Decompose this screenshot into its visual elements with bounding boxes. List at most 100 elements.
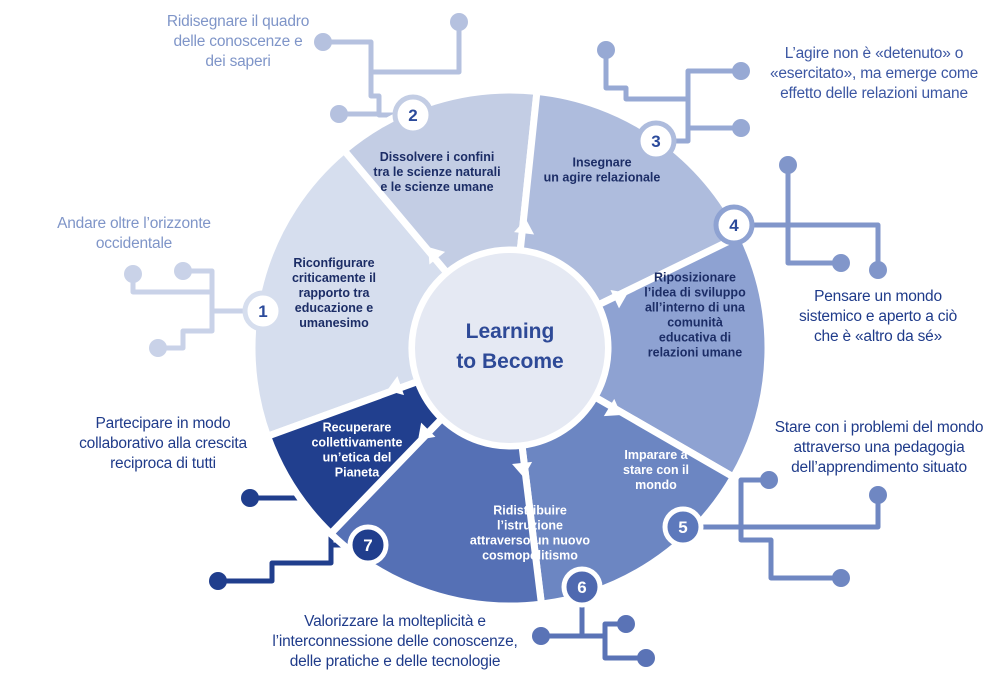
connector-3-dot [732,119,750,137]
annotation-4: Pensare un mondo sistemico e aperto a ci… [790,287,966,347]
segment-4-label-line: relazioni umane [648,346,743,360]
segment-7-label-line: Recuperare [323,421,392,435]
segment-divider-notch [514,218,535,235]
annotation-6-line: l’interconnessione delle conoscenze, [272,633,518,650]
segment-7-label-line: collettivamente [311,436,402,450]
connector-2-dot [330,105,348,123]
connector-7-line [218,545,334,584]
segment-2-label-line: e le scienze umane [380,180,493,194]
connector-7-dot [209,572,227,590]
badge-7-circle [347,524,389,566]
connector-5-line [738,527,841,581]
badge-7-number: 7 [363,536,372,555]
segment-divider-notch [610,290,628,309]
annotation-4-line: sistemico e aperto a ciò [798,308,958,325]
badge-5-circle [662,506,704,548]
annotation-4-line: Pensare un mondo [814,288,942,305]
annotation-2-line: delle conoscenze e [173,33,303,50]
annotation-3-line: «esercitato», ma emerge come [769,65,979,82]
connector-3-dot [732,62,750,80]
segment-2-label-line: Dissolvere i confini [380,150,495,164]
connector-2-dot [314,33,332,51]
badge-7: 7 [347,524,389,566]
annotation-7: Partecipare in modo collaborativo alla c… [66,414,260,474]
annotation-2: Ridisegnare il quadro delle conoscenze e… [160,12,316,72]
connector-4-dot [832,254,850,272]
connector-6-dot [637,649,655,667]
segment-4-label-line: educativa di [659,331,731,345]
segment-3-label-line: un agire relazionale [544,171,661,185]
connector-5-line [699,477,769,530]
connector-2-dot [450,13,468,31]
badge-5-number: 5 [678,518,687,537]
connector-3-line [685,125,741,141]
segment-4-label-line: l’idea di sviluppo [644,286,746,300]
segment-2-label-line: tra le scienze naturali [373,165,500,179]
annotation-7-line: collaborativo alla crescita [79,435,247,452]
badge-1: 1 [242,290,284,332]
connector-5-dot [832,569,850,587]
connector-1-line [158,311,215,351]
badge-1-number: 1 [258,302,267,321]
badge-2-circle [392,94,434,136]
annotation-1: Andare oltre l’orizzonte occidentale [52,214,216,254]
segment-5-label-line: stare con il [623,463,689,477]
segment-5-label-line: Imparare a [624,448,688,462]
badge-2: 2 [392,94,434,136]
connector-6-dot [617,615,635,633]
annotation-2-line: Ridisegnare il quadro [166,13,310,30]
connector-5-dot [869,486,887,504]
connector-4-line [750,165,791,228]
connector-4-dot [779,156,797,174]
annotation-7-line: Partecipare in modo [95,415,231,432]
segment-7-label-line: un’etica del [323,451,392,465]
segment-1-label-line: educazione e [295,301,374,315]
badge-3-circle [635,120,677,162]
segment-6-label-line: attraverso un nuovo [470,534,591,548]
segment-7-label-line: Pianeta [335,466,381,480]
segment-3-label-line: Insegnare [572,156,631,170]
segment-6-label-line: Ridistribuire [493,504,567,518]
connector-5-line [741,495,881,530]
annotation-6-line: Valorizzare la molteplicità e [304,613,486,630]
annotation-6: Valorizzare la molteplicità e l’intercon… [262,612,528,672]
annotation-5-line: dell’apprendimento situato [791,459,967,476]
badge-6-circle [561,566,603,608]
center-title-line1: Learning [466,320,555,343]
connector-6-line [602,636,646,661]
badge-3: 3 [635,120,677,162]
connector-1-dot [149,339,167,357]
annotation-2-line: dei saperi [205,53,271,70]
segment-1-label-line: criticamente il [292,271,376,285]
annotation-1-line: Andare oltre l’orizzonte [57,215,211,232]
center-title-line2: to Become [456,350,563,373]
badge-4-number: 4 [729,216,739,235]
segment-divider-notch [418,422,436,440]
segment-divider-notch [603,398,622,417]
center-hub: Learning to Become [409,247,611,449]
segment-divider-notch [428,246,446,265]
badge-3-number: 3 [651,132,660,151]
connector-4-dot [869,261,887,279]
connector-dots [124,13,887,667]
annotation-3-line: effetto delle relazioni umane [780,85,968,102]
segment-1-label-line: Riconfigurare [293,256,374,270]
annotation-7-line: reciproca di tutti [110,455,216,472]
connector-2-line [323,39,374,72]
badge-4-circle [713,204,755,246]
segment-5-label-line: mondo [635,478,677,492]
annotation-5-line: attraverso una pedagogia [793,439,965,456]
segment-4-label-line: all’interno di una [645,301,746,315]
annotation-5: Stare con i problemi del mondo attravers… [768,418,990,478]
badge-6: 6 [561,566,603,608]
connector-3-dot [597,41,615,59]
segment-6-label-line: l’istruzione [497,519,563,533]
center-circle [409,247,611,449]
segment-divider-notch [512,461,533,478]
